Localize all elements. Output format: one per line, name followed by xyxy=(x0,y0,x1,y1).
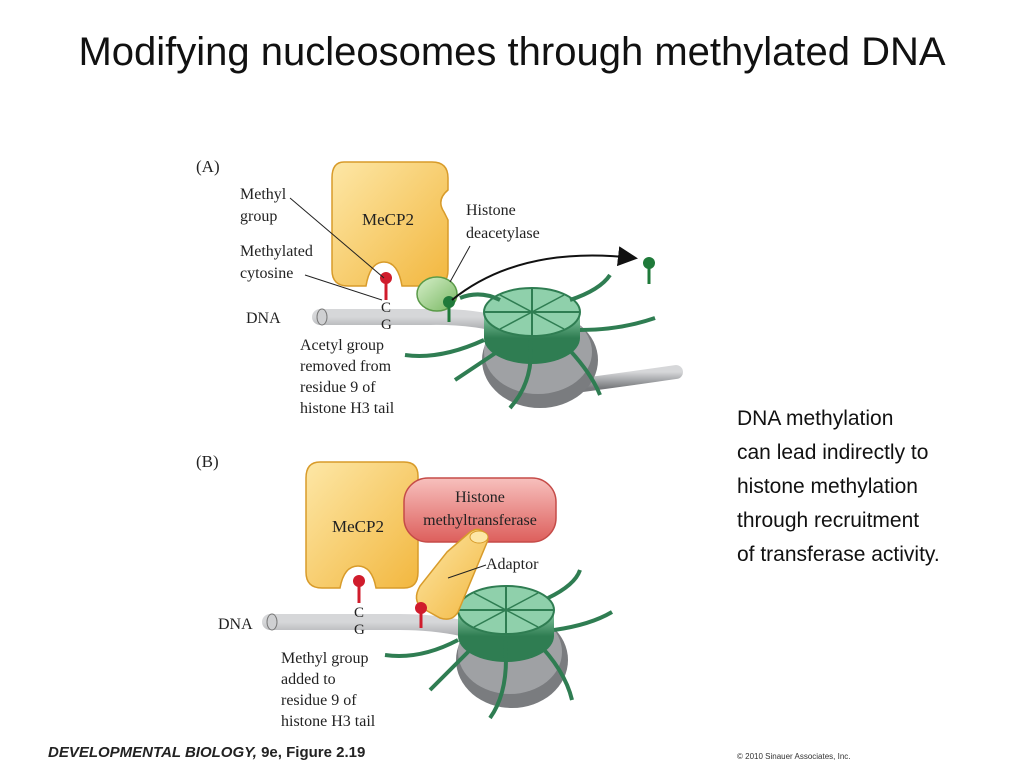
panel-a-arrow xyxy=(451,246,638,301)
panel-a-base-c: C xyxy=(381,300,391,316)
panel-a-base-g: G xyxy=(381,317,392,333)
panel-a-label: (A) xyxy=(196,157,220,176)
panel-b-adaptor xyxy=(415,528,489,620)
side-note-line: through recruitment xyxy=(737,509,920,532)
panel-b-enzyme-line1: Histone xyxy=(455,489,505,506)
panel-b-caption-line2: added to xyxy=(281,671,336,688)
panel-a-mecp2-protein: MeCP2 xyxy=(331,161,449,287)
panel-b-adaptor-label: Adaptor xyxy=(486,556,539,573)
panel-b-label: (B) xyxy=(196,452,219,471)
panel-b-caption-line1: Methyl group xyxy=(281,650,369,667)
panel-b-methyl-marker xyxy=(353,575,365,603)
panel-a-methylated-cytosine-line2: cytosine xyxy=(240,265,293,282)
panel-a-methyl-group-line1: Methyl xyxy=(240,186,287,203)
side-note-line: histone methylation xyxy=(737,475,918,498)
panel-a-removed-acetyl xyxy=(643,257,655,284)
panel-b-enzyme-line2: methyltransferase xyxy=(423,512,537,529)
side-note-line: DNA methylation xyxy=(737,407,894,430)
panel-a-methylated-cytosine-line1: Methylated xyxy=(240,243,313,260)
panel-b-adaptor-leader xyxy=(447,564,487,579)
panel-a-enzyme-line1: Histone xyxy=(466,202,516,219)
panel-a-dna-label: DNA xyxy=(246,310,281,327)
footer-book-title: DEVELOPMENTAL BIOLOGY, xyxy=(48,744,257,761)
slide-title: Modifying nucleosomes through methylated… xyxy=(78,30,946,74)
panel-a-caption-line3: residue 9 of xyxy=(300,379,376,396)
panel-b-base-g: G xyxy=(354,622,365,638)
panel-a-leader-lines xyxy=(289,197,471,301)
panel-b-dna-label: DNA xyxy=(218,616,253,633)
panel-b-caption-line3: residue 9 of xyxy=(281,692,357,709)
panel-a-caption-line4: histone H3 tail xyxy=(300,400,395,417)
panel-b-base-c: C xyxy=(354,605,364,621)
panel-b: (B) MeCP2 xyxy=(196,452,614,730)
panel-a: (A) MeCP2 xyxy=(196,157,683,417)
footer-figure-ref: 9e, Figure 2.19 xyxy=(256,744,366,761)
panel-a-nucleosome xyxy=(404,273,656,410)
side-note-line: of transferase activity. xyxy=(737,543,940,566)
panel-b-mecp2-protein: MeCP2 xyxy=(305,461,419,589)
panel-b-methyltransferase: Histone methyltransferase xyxy=(403,477,557,543)
panel-b-histone-methyl-marker xyxy=(415,602,427,628)
panel-b-mecp2-label: MeCP2 xyxy=(332,517,384,536)
panel-b-caption-line4: histone H3 tail xyxy=(281,713,376,730)
panel-b-nucleosome xyxy=(384,569,614,720)
panel-a-mecp2-label: MeCP2 xyxy=(362,210,414,229)
panel-a-methyl-group-line2: group xyxy=(240,208,277,225)
side-note-line: can lead indirectly to xyxy=(737,441,929,464)
panel-a-caption-line1: Acetyl group xyxy=(300,337,384,354)
footer-citation: DEVELOPMENTAL BIOLOGY, 9e, Figure 2.19 xyxy=(48,744,365,761)
footer-copyright: © 2010 Sinauer Associates, Inc. xyxy=(737,752,851,761)
panel-a-enzyme-line2: deacetylase xyxy=(466,225,540,242)
side-note: DNA methylation can lead indirectly to h… xyxy=(737,402,1007,572)
panel-a-caption-line2: removed from xyxy=(300,358,392,375)
panel-a-methyl-marker xyxy=(380,272,392,300)
